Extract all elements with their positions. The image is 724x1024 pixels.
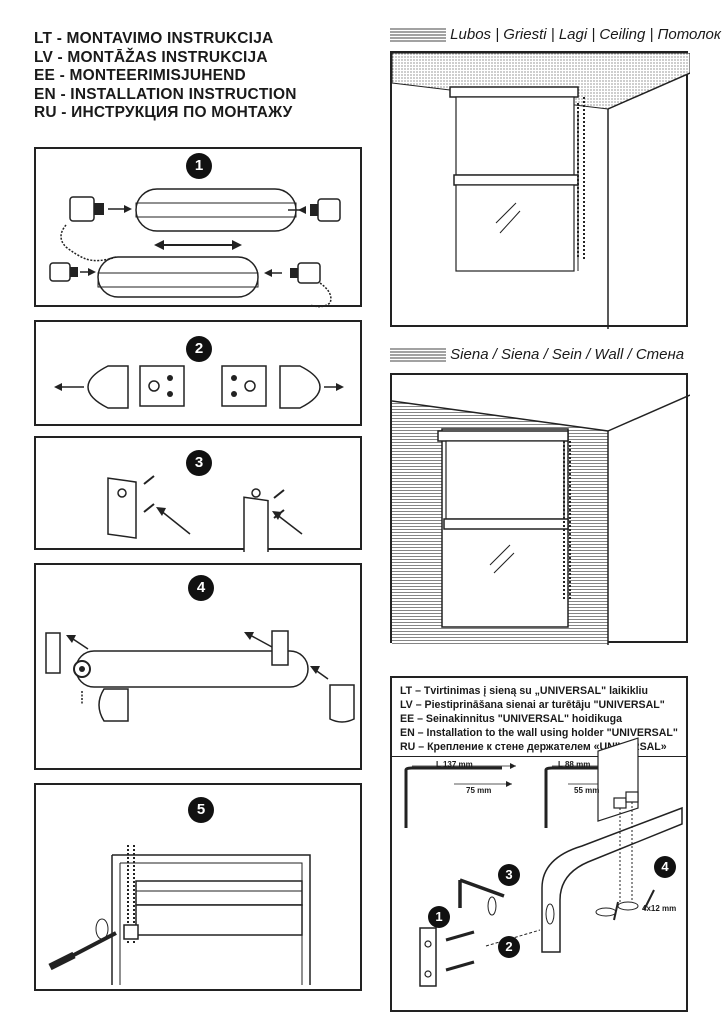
ceiling-caption: Lubos | Griesti | Lagi | Ceiling | Потол… xyxy=(450,26,721,43)
callout-1-badge: 1 xyxy=(428,906,450,928)
universal-drawing xyxy=(404,737,683,987)
title-lt: LT - MONTAVIMO INSTRUKCIJA xyxy=(34,30,274,47)
wall-drawing xyxy=(392,394,690,645)
dim-long-inner: 75 mm xyxy=(466,786,492,795)
universal-lv: LV – Piestiprināšana sienai ar turētāju … xyxy=(400,699,665,711)
step-1-panel: 1 xyxy=(34,147,362,308)
universal-ee: EE – Seinakinnitus "UNIVERSAL" hoidikuga xyxy=(400,713,622,725)
wall-hatch-icon xyxy=(390,348,446,362)
universal-holder-panel: LT – Tvirtinimas į sieną su „UNIVERSAL" … xyxy=(390,676,688,1012)
step-5-badge: 5 xyxy=(188,797,214,823)
callout-4-badge: 4 xyxy=(654,856,676,878)
step-1-badge: 1 xyxy=(186,153,212,179)
instruction-title: LT - MONTAVIMO INSTRUKCIJA LV - MONTĀŽAS… xyxy=(34,30,297,123)
step-3-panel: 3 xyxy=(34,436,362,552)
step-4-panel: 4 xyxy=(34,563,362,770)
wall-caption-row: Siena / Siena / Sein / Wall / Стена xyxy=(390,346,684,363)
title-en: EN - INSTALLATION INSTRUCTION xyxy=(34,85,297,103)
callout-3-badge: 3 xyxy=(498,864,520,886)
step-4-drawing xyxy=(45,630,355,723)
dim-short-inner: 55 mm xyxy=(574,786,600,795)
title-lv: LV - MONTĀŽAS INSTRUKCIJA xyxy=(34,48,268,66)
step-5-panel: 5 xyxy=(34,783,362,991)
ceiling-drawing xyxy=(392,53,690,329)
wall-caption: Siena / Siena / Sein / Wall / Стена xyxy=(450,346,685,363)
step-1-drawing xyxy=(49,188,341,308)
title-ru: RU - ИНСТРУКЦИЯ ПО МОНТАЖУ xyxy=(34,104,293,121)
dim-short-total: L 88 mm xyxy=(558,760,591,769)
universal-divider xyxy=(392,756,688,757)
step-5-drawing xyxy=(48,845,311,985)
step-3-badge: 3 xyxy=(186,450,212,476)
step-2-panel: 2 xyxy=(34,320,362,426)
dim-long-total: L 137 mm xyxy=(436,760,473,769)
universal-lt: LT – Tvirtinimas į sieną su „UNIVERSAL" … xyxy=(400,685,648,697)
ceiling-hatch-icon xyxy=(390,28,446,42)
step-4-badge: 4 xyxy=(188,575,214,601)
ceiling-caption-row: Lubos | Griesti | Lagi | Ceiling | Потол… xyxy=(390,26,721,43)
callout-2-badge: 2 xyxy=(498,936,520,958)
title-ee: EE - MONTEERIMISJUHEND xyxy=(34,67,246,84)
universal-en: EN – Installation to the wall using hold… xyxy=(400,727,678,739)
step-2-drawing xyxy=(54,365,344,409)
step-2-badge: 2 xyxy=(186,336,212,362)
dim-screw: 4x12 mm xyxy=(642,904,677,913)
ceiling-panel xyxy=(390,51,690,329)
wall-panel xyxy=(390,373,690,645)
step-3-drawing xyxy=(107,475,303,552)
